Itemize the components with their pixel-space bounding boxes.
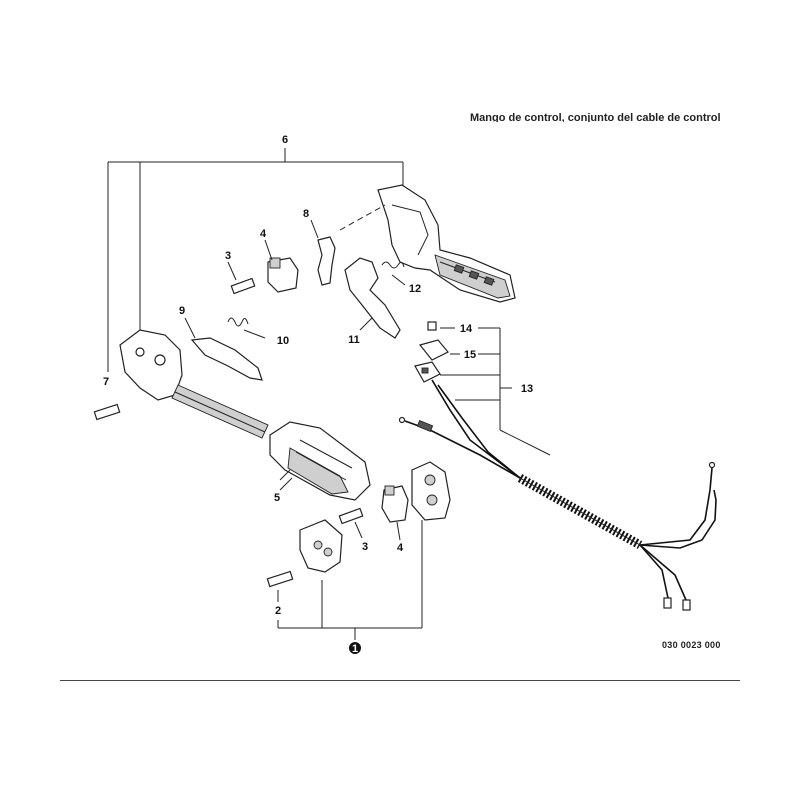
callout-4-upper: 4 — [260, 228, 267, 240]
bracket-13 — [440, 327, 551, 456]
part-10-spring — [227, 317, 266, 339]
leader-5 — [279, 477, 293, 491]
part-4-clamp-lower — [381, 485, 409, 541]
callout-4-lower: 4 — [397, 542, 404, 554]
switch-module — [414, 361, 441, 383]
callout-7: 7 — [103, 376, 109, 388]
rear-handle-housing — [339, 184, 516, 303]
part-8-lever — [310, 219, 336, 286]
callout-13: 13 — [521, 383, 533, 395]
control-cable-assembly — [398, 379, 717, 611]
part-9-lockout-lever — [184, 317, 263, 381]
part-5-grip — [269, 421, 371, 501]
callout-15: 15 — [464, 349, 476, 361]
part-3-screw-upper — [227, 261, 256, 295]
part-11-throttle-trigger — [344, 257, 401, 339]
front-handle-body — [119, 329, 269, 439]
callout-3-upper: 3 — [225, 250, 231, 262]
diagram-title: Mango de control, conjunto del cable de … — [470, 112, 721, 122]
bottom-rule — [60, 680, 740, 681]
bracket-1 — [277, 520, 423, 654]
callout-11: 11 — [348, 334, 360, 346]
part-3-screw-lower — [338, 507, 364, 539]
callout-12: 12 — [409, 283, 421, 295]
part-14-screw — [427, 321, 455, 331]
part-4-clamp-upper — [264, 239, 299, 293]
callout-1: 1 — [352, 643, 358, 655]
callout-9: 9 — [179, 305, 185, 317]
callout-1-marker — [349, 642, 361, 654]
handle-shell-right — [411, 461, 451, 521]
handle-shell-lower — [299, 519, 343, 573]
part-2-screw — [266, 570, 294, 602]
drawing-code: 030 0023 000 — [662, 640, 721, 650]
callout-3-lower: 3 — [362, 541, 368, 553]
callout-2: 2 — [275, 605, 281, 617]
callout-8: 8 — [303, 208, 309, 220]
part-15-switch-cover — [418, 339, 460, 361]
part-7-screw — [93, 403, 121, 421]
callout-5: 5 — [274, 492, 280, 504]
callout-6: 6 — [282, 134, 288, 146]
callout-14: 14 — [460, 323, 473, 335]
callout-10: 10 — [277, 335, 289, 347]
part-12-spring — [381, 261, 406, 286]
